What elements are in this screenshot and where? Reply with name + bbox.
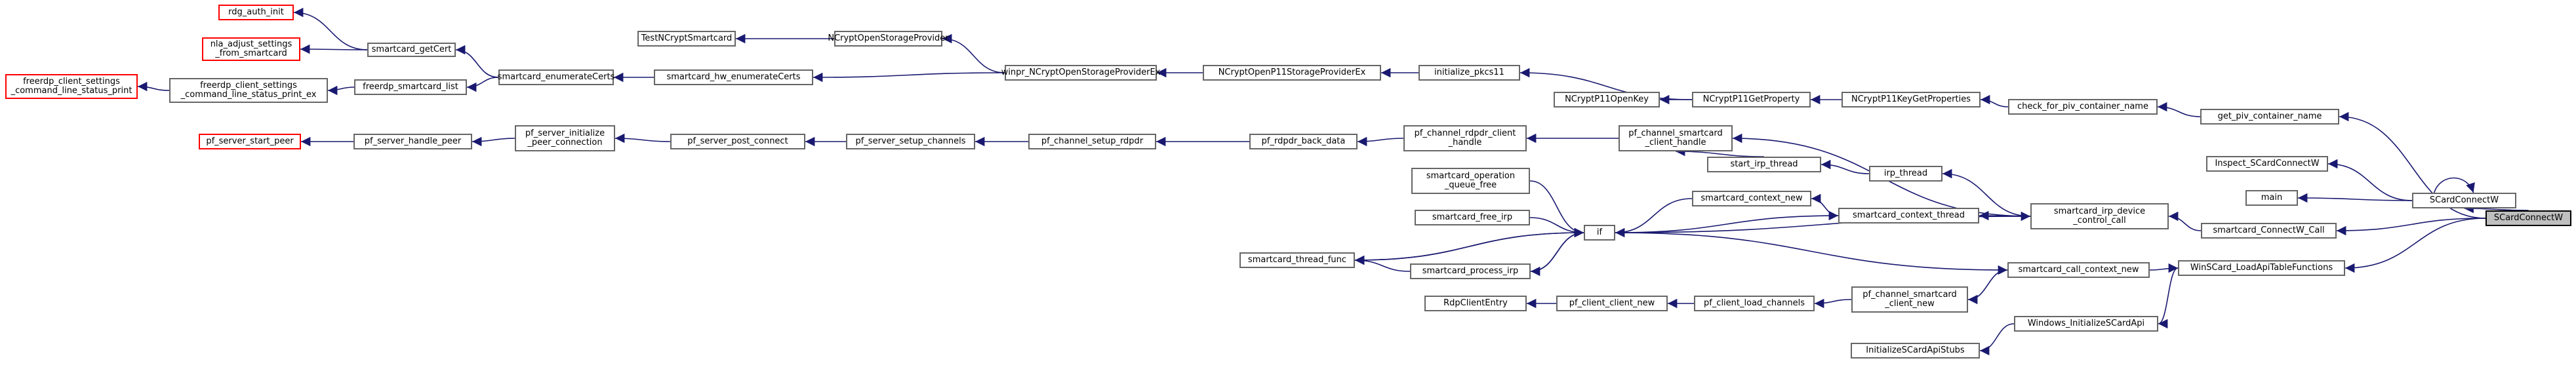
node-smartcard-process-irp[interactable]: smartcard_process_irp (1410, 263, 1531, 279)
call-edge (1675, 146, 1765, 157)
call-edge (300, 44, 368, 54)
node-smartcard-enumeratecerts[interactable]: smartcard_enumerateCerts (498, 69, 614, 85)
node-pf-server-setup-channels[interactable]: pf_server_setup_channels (846, 134, 975, 149)
node-pf-channel-rdpdr-client-handle[interactable]: pf_channel_rdpdr_client _handle (1403, 125, 1527, 151)
call-edge (1980, 94, 2009, 107)
node-nla-adjust-settings-from-smartcard[interactable]: nla_adjust_settings _from_smartcard (202, 37, 300, 61)
node-pf-channel-smartcard-client-handle[interactable]: pf_channel_smartcard _client_handle (1619, 125, 1733, 151)
call-edge (327, 85, 355, 96)
call-edge (455, 45, 499, 78)
call-edge (813, 72, 1005, 83)
call-edge (1814, 298, 1852, 309)
call-edge (1979, 323, 2015, 356)
call-edge (1530, 227, 1584, 272)
node-freerdp-client-settings-command-line-status-print-ex[interactable]: freerdp_client_settings _command_line_st… (169, 78, 328, 103)
node-initialize-pkcs11[interactable]: initialize_pkcs11 (1419, 65, 1520, 81)
call-edge (2327, 159, 2413, 201)
call-edge (472, 136, 515, 147)
node-testncryptsmartcard[interactable]: TestNCryptSmartcard (637, 31, 736, 47)
node-pf-client-load-channels[interactable]: pf_client_load_channels (1694, 296, 1815, 311)
node-smartcard-connectw-call[interactable]: smartcard_ConnectW_Call (2201, 223, 2337, 239)
call-edge (2345, 218, 2486, 273)
node-pf-server-handle-peer[interactable]: pf_server_handle_peer (353, 134, 472, 149)
call-edge (466, 77, 499, 92)
node-ncryptp11getproperty[interactable]: NCryptP11GetProperty (1692, 92, 1811, 107)
node-winpr-ncryptopenstorageproviderex[interactable]: winpr_NCryptOpenStorageProviderEx (1001, 65, 1160, 81)
node-main[interactable]: main (2245, 190, 2298, 206)
node-smartcard-context-new[interactable]: smartcard_context_new (1692, 191, 1811, 206)
call-edge (2297, 193, 2413, 203)
node-pf-server-initialize-peer-connection[interactable]: pf_server_initialize _peer_connection (515, 125, 615, 151)
node-smartcard-free-irp[interactable]: smartcard_free_irp (1415, 210, 1530, 225)
node-if[interactable]: if (1584, 225, 1615, 241)
node-initializescardapistubs[interactable]: InitializeSCardApiStubs (1851, 343, 1980, 359)
call-edge (614, 133, 671, 144)
node-windows-initializescardapi[interactable]: Windows_InitializeSCardApi (2014, 316, 2158, 332)
node-pf-channel-smartcard-client-new[interactable]: pf_channel_smartcard _client_new (1851, 286, 1968, 313)
call-edge (1615, 198, 1693, 238)
call-edge (2168, 211, 2202, 231)
node-freerdp-client-settings-command-line-status-print[interactable]: freerdp_client_settings _command_line_st… (5, 74, 138, 99)
node-check-for-piv-container-name[interactable]: check_for_piv_container_name (2008, 99, 2158, 115)
node-ncryptp11openkey[interactable]: NCryptP11OpenKey (1554, 92, 1660, 107)
node-ncryptopenstorageprovider[interactable]: NCryptOpenStorageProvider (828, 31, 949, 47)
node-ncryptp11keygetproperties[interactable]: NCryptP11KeyGetProperties (1841, 92, 1981, 107)
node-scardconnectw[interactable]: SCardConnectW (2412, 193, 2516, 208)
node-pf-server-post-connect[interactable]: pf_server_post_connect (670, 134, 805, 149)
node-start-irp-thread[interactable]: start_irp_thread (1707, 157, 1821, 172)
call-edge (1967, 269, 2008, 305)
node-freerdp-smartcard-list[interactable]: freerdp_smartcard_list (354, 79, 467, 95)
call-edge (2339, 111, 2486, 219)
node-smartcard-operation-queue-free[interactable]: smartcard_operation _queue_free (1411, 168, 1530, 194)
node-smartcard-hw-enumeratecerts[interactable]: smartcard_hw_enumerateCerts (654, 69, 813, 85)
call-edge (1354, 232, 1584, 265)
call-edge (1942, 168, 2031, 217)
node-winscard-loadapitablefunctions[interactable]: WinSCard_LoadApiTableFunctions (2178, 260, 2345, 276)
call-edge (2157, 102, 2201, 117)
call-edge (137, 81, 170, 92)
call-edge (1811, 193, 1839, 216)
node-pf-channel-setup-rdpdr[interactable]: pf_channel_setup_rdpdr (1028, 134, 1156, 149)
call-edge (942, 33, 1005, 73)
node-smartcard-irp-device-control-call[interactable]: smartcard_irp_device _control_call (2030, 203, 2169, 229)
call-edge (2158, 267, 2179, 329)
node-pf-server-start-peer[interactable]: pf_server_start_peer (199, 134, 301, 149)
node-rdg-auth-init[interactable]: rdg_auth_init (218, 5, 294, 20)
call-edge (2464, 203, 2529, 214)
call-edge (2433, 177, 2475, 193)
call-edge (293, 7, 368, 50)
node-smartcard-context-thread[interactable]: smartcard_context_thread (1838, 208, 1979, 223)
node-get-piv-container-name[interactable]: get_piv_container_name (2200, 109, 2339, 125)
node-scardconnectw[interactable]: SCardConnectW (2485, 210, 2571, 226)
call-edge (2336, 218, 2486, 236)
node-smartcard-getcert[interactable]: smartcard_getCert (367, 43, 456, 57)
node-rdpcliententry[interactable]: RdpClientEntry (1424, 296, 1527, 311)
call-edge (1354, 255, 1411, 272)
node-pf-rdpdr-back-data[interactable]: pf_rdpdr_back_data (1249, 134, 1358, 149)
node-inspect-scardconnectw[interactable]: Inspect_SCardConnectW (2206, 156, 2328, 172)
node-smartcard-thread-func[interactable]: smartcard_thread_func (1239, 252, 1355, 268)
call-edge (1357, 136, 1404, 147)
node-irp-thread[interactable]: irp_thread (1869, 166, 1942, 182)
call-edge (1615, 210, 1839, 233)
call-edge (1615, 232, 2008, 275)
call-edge (1821, 159, 1870, 174)
node-ncryptopenp11storageproviderex[interactable]: NCryptOpenP11StorageProviderEx (1203, 65, 1381, 81)
node-smartcard-call-context-new[interactable]: smartcard_call_context_new (2007, 262, 2150, 278)
call-edge (2149, 263, 2179, 273)
node-pf-client-client-new[interactable]: pf_client_client_new (1556, 296, 1668, 311)
